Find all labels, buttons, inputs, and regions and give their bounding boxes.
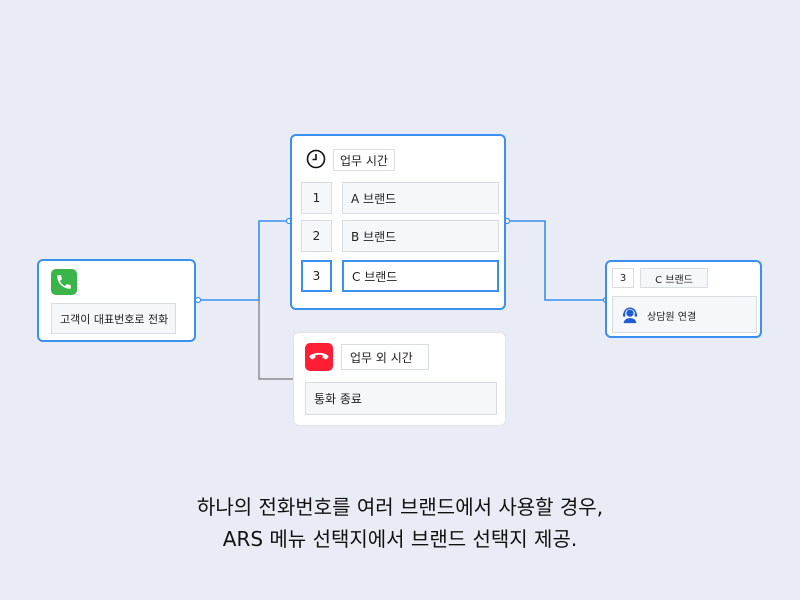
after-hours-title: 업무 외 시간 — [341, 344, 429, 370]
menu-option-key-1[interactable]: 1 — [301, 182, 332, 214]
phone-icon — [51, 269, 77, 295]
end-call-action[interactable]: 통화 종료 — [305, 382, 497, 415]
caller-node[interactable]: 고객이 대표번호로 전화 — [37, 259, 196, 342]
business-hours-title: 업무 시간 — [333, 149, 395, 171]
menu-option-key-3[interactable]: 3 — [301, 260, 332, 292]
brand-c-node[interactable]: 3 C 브랜드 상담원 연결 — [605, 260, 762, 338]
menu-option-label-2[interactable]: B 브랜드 — [342, 220, 499, 252]
menu-option-label-3[interactable]: C 브랜드 — [342, 260, 499, 292]
brand-c-key: 3 — [612, 268, 634, 288]
business-hours-node[interactable]: 업무 시간 1 A 브랜드 2 B 브랜드 3 C 브랜드 — [290, 134, 506, 310]
port-caller-out[interactable] — [194, 296, 202, 304]
connector-caller-to-business-hours — [198, 220, 289, 301]
menu-option-key-2[interactable]: 2 — [301, 220, 332, 252]
agent-connect-label: 상담원 연결 — [647, 312, 697, 323]
connector-caller-to-after-hours — [258, 300, 293, 380]
caption-line-1: 하나의 전화번호를 여러 브랜드에서 사용할 경우, — [196, 495, 604, 519]
caption-line-2: ARS 메뉴 선택지에서 브랜드 선택지 제공. — [222, 527, 578, 551]
connector-business-hours-to-brand-c — [507, 220, 606, 301]
menu-option-label-1[interactable]: A 브랜드 — [342, 182, 499, 214]
clock-icon — [306, 149, 326, 169]
caller-node-label: 고객이 대표번호로 전화 — [51, 303, 176, 334]
after-hours-node[interactable]: 업무 외 시간 통화 종료 — [293, 332, 506, 426]
agent-connect-action[interactable]: 상담원 연결 — [612, 296, 757, 333]
agent-headset-icon — [622, 307, 638, 324]
hangup-icon — [305, 343, 333, 371]
brand-c-label: C 브랜드 — [640, 268, 708, 288]
